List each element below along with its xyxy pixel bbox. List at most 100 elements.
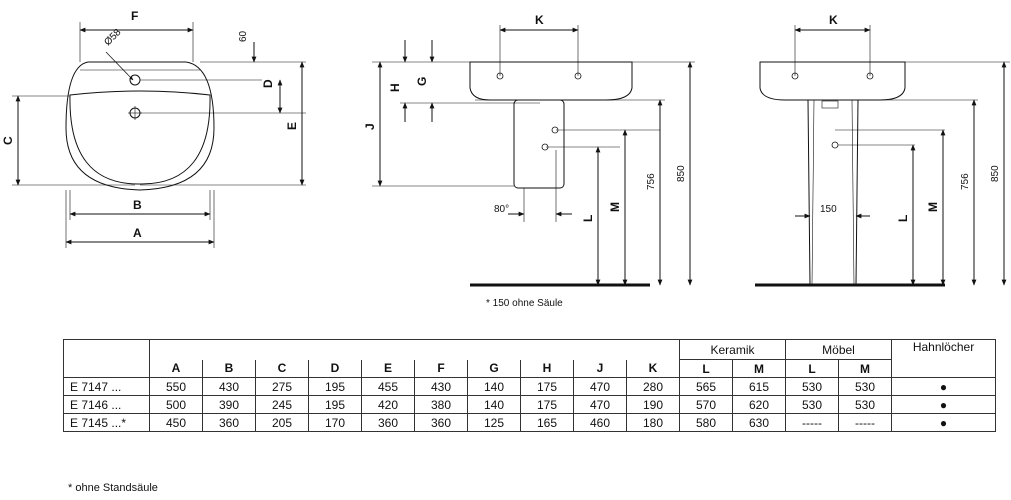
label-K-side: K — [535, 13, 544, 27]
table-footnote: * ohne Standsäule — [68, 482, 158, 494]
label-150: 150 — [820, 204, 837, 215]
value-cell: 430 — [414, 377, 468, 396]
value-cell: 205 — [255, 413, 309, 432]
label-M-front: M — [926, 202, 940, 212]
label-L-side: L — [581, 215, 595, 222]
pedestal-side — [513, 99, 565, 189]
label-756-side: 756 — [646, 173, 657, 190]
side-view-labels: K H G J 80° L M 756 850 — [363, 13, 687, 222]
table-group-header-row: Keramik Möbel Hahnlöcher — [63, 339, 996, 378]
side-view — [372, 25, 695, 287]
value-cell: 175 — [520, 377, 574, 396]
col-header-keramik-L: L — [679, 359, 733, 378]
header-hahnloecher: Hahnlöcher — [891, 339, 996, 378]
value-cell: 275 — [255, 377, 309, 396]
value-cell: 570 — [679, 395, 733, 414]
front-view-labels: K 150 L M 756 850 — [820, 13, 1001, 222]
value-cell: 615 — [732, 377, 786, 396]
value-cell: ----- — [785, 413, 839, 432]
value-cell: 390 — [202, 395, 256, 414]
header-moebel: Möbel — [785, 339, 892, 360]
col-header-K: K — [626, 359, 680, 378]
col-header-H: H — [520, 359, 574, 378]
value-cell: 460 — [573, 413, 627, 432]
value-cell: 455 — [361, 377, 415, 396]
col-header-moebel-M: M — [838, 359, 892, 378]
value-cell: 530 — [785, 395, 839, 414]
model-cell: E 7147 ... — [63, 377, 150, 396]
model-cell: E 7146 ... — [63, 395, 150, 414]
value-cell: 580 — [679, 413, 733, 432]
basin-outline-top — [65, 61, 215, 191]
label-B: B — [133, 198, 142, 212]
col-header-D: D — [308, 359, 362, 378]
value-cell: ----- — [838, 413, 892, 432]
col-header-E: E — [361, 359, 415, 378]
label-850-front: 850 — [990, 165, 1001, 182]
top-view — [12, 22, 306, 248]
basin-side — [469, 61, 633, 101]
label-G: G — [415, 77, 429, 86]
label-K-front: K — [829, 13, 838, 27]
label-756-front: 756 — [960, 173, 971, 190]
tap-hole — [129, 74, 141, 86]
col-header-J: J — [573, 359, 627, 378]
col-header-A: A — [149, 359, 203, 378]
label-60: 60 — [238, 30, 249, 42]
value-cell: 245 — [255, 395, 309, 414]
value-cell: 470 — [573, 377, 627, 396]
value-cell: 565 — [679, 377, 733, 396]
table-column-header-row: A B C D E F G H J K L M L M — [64, 359, 996, 378]
label-C: C — [1, 136, 15, 145]
label-L-front: L — [896, 215, 910, 222]
value-cell: 450 — [149, 413, 203, 432]
basin-inner-bowl — [69, 90, 211, 185]
side-view-footnote: * 150 ohne Säule — [486, 298, 563, 309]
col-header-moebel-L: L — [785, 359, 839, 378]
value-cell: 195 — [308, 395, 362, 414]
pedestal-front — [807, 99, 859, 286]
table-row: E 7145 ...* 450 360 205 170 360 360 125 … — [63, 413, 996, 432]
value-cell: 140 — [467, 377, 521, 396]
value-cell: 380 — [414, 395, 468, 414]
value-cell: 140 — [467, 395, 521, 414]
label-J: J — [363, 123, 377, 130]
value-cell: 530 — [838, 377, 892, 396]
value-cell: 170 — [308, 413, 362, 432]
value-cell: 500 — [149, 395, 203, 414]
value-cell: 360 — [202, 413, 256, 432]
value-cell: 620 — [732, 395, 786, 414]
table-row: E 7146 ... 500 390 245 195 420 380 140 1… — [63, 395, 996, 414]
value-cell: 190 — [626, 395, 680, 414]
dimension-table: Keramik Möbel Hahnlöcher A B C D E F G H… — [63, 339, 996, 432]
value-cell: 125 — [467, 413, 521, 432]
label-850-side: 850 — [676, 165, 687, 182]
label-A: A — [133, 226, 142, 240]
value-cell: 420 — [361, 395, 415, 414]
value-cell: 180 — [626, 413, 680, 432]
label-M-side: M — [608, 202, 622, 212]
label-F: F — [131, 9, 138, 23]
label-80: 80° — [494, 204, 509, 215]
value-cell: 430 — [202, 377, 256, 396]
table-corner-cell — [63, 339, 150, 378]
header-keramik: Keramik — [679, 339, 786, 360]
label-D: D — [261, 79, 275, 88]
value-cell: 195 — [308, 377, 362, 396]
table-row: E 7147 ... 550 430 275 195 455 430 140 1… — [63, 377, 996, 396]
col-header-keramik-M: M — [732, 359, 786, 378]
tap-hole-dot: ● — [891, 413, 996, 432]
value-cell: 360 — [414, 413, 468, 432]
tap-hole-dot: ● — [891, 395, 996, 414]
value-cell: 280 — [626, 377, 680, 396]
label-E: E — [285, 122, 299, 130]
value-cell: 550 — [149, 377, 203, 396]
col-header-B: B — [202, 359, 256, 378]
front-view — [755, 25, 1010, 287]
value-cell: 175 — [520, 395, 574, 414]
value-cell: 165 — [520, 413, 574, 432]
col-header-F: F — [414, 359, 468, 378]
value-cell: 630 — [732, 413, 786, 432]
basin-front — [759, 61, 906, 101]
technical-drawing: F Ø58 60 D E C B A — [1, 9, 1010, 287]
